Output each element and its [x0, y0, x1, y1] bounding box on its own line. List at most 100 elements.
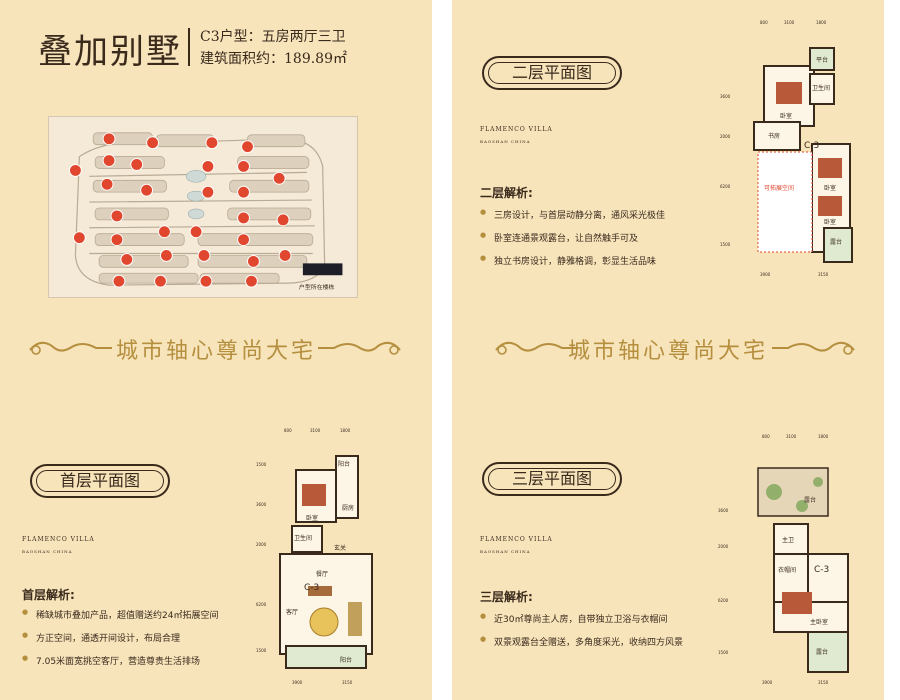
floor2-points: 三房设计，与首层动静分离，通风采光极佳 卧室连通景观露台，让自然触手可及 独立书… [480, 208, 665, 277]
dim-side: 6200 [256, 602, 267, 607]
dim-bottom: 3900 [292, 680, 303, 685]
left-panel: 叠加别墅 C3户型：五房两厅三卫 建筑面积约：189.89㎡ [0, 0, 432, 700]
floor1-points: 稀缺城市叠加产品，超值赠送约24㎡拓展空间 方正空间，通透开间设计，布局合理 7… [22, 608, 218, 677]
room-label: 露台 [816, 648, 828, 656]
floor2-point: 卧室连通景观露台，让自然触手可及 [480, 231, 665, 244]
dim-top: 1800 [816, 20, 827, 25]
unit-label: C-3 [304, 583, 319, 593]
dim-top: 800 [762, 434, 770, 439]
floor1-plan-drawing: 800 3100 1800 3900 3150 1500 3600 2000 6… [256, 428, 373, 685]
unit-label: C-3 [804, 141, 819, 151]
dim-side: 3600 [718, 508, 729, 513]
room-label: 卧室 [824, 184, 836, 192]
brand-name: FLAMENCO VILLA [480, 126, 553, 133]
dim-side: 3600 [720, 94, 731, 99]
flourish-left [495, 341, 578, 355]
floor-area: 建筑面积约：189.89㎡ [200, 51, 347, 67]
floor1-point: 稀缺城市叠加产品，超值赠送约24㎡拓展空间 [22, 608, 218, 621]
dim-top: 3100 [784, 20, 795, 25]
floor1-point: 7.05米面宽挑空客厅，营造尊贵生活排场 [22, 654, 218, 667]
site-plan: 户型所在楼栋 [48, 116, 358, 298]
brand-name: FLAMENCO VILLA [480, 536, 553, 543]
room-label: 主卧室 [810, 618, 828, 626]
dim-top: 3100 [786, 434, 797, 439]
flourish-right [772, 341, 855, 355]
floor3-heading: 三层平面图 [482, 462, 622, 496]
slogan: 城市轴心尊尚大宅 [567, 339, 768, 364]
room-label: 平台 [816, 56, 828, 64]
dim-side: 6200 [718, 598, 729, 603]
brand-floor2: FLAMENCO VILLA BAOSHAN CHINA [480, 126, 553, 144]
brand-sub: BAOSHAN CHINA [480, 549, 531, 554]
floor1-analysis-title: 首层解析: [22, 588, 75, 602]
floor2-point: 独立书房设计，静雅格调，彰显生活品味 [480, 254, 665, 267]
floor2-point: 三房设计，与首层动静分离，通风采光极佳 [480, 208, 665, 221]
dim-side: 1500 [718, 650, 729, 655]
page-gutter [432, 0, 452, 700]
brand-floor1: FLAMENCO VILLA BAOSHAN CHINA [22, 536, 95, 554]
unit-label: C-3 [814, 565, 829, 575]
dim-bottom: 3150 [818, 272, 829, 277]
room-label: 阳台 [340, 656, 352, 664]
room-label: 卧室 [780, 112, 792, 120]
room-label: 主卫 [782, 536, 794, 544]
room-label: 衣帽间 [778, 566, 796, 574]
site-plan-map: 户型所在楼栋 [49, 117, 357, 297]
page-title: 叠加别墅 [38, 32, 182, 72]
floor3-plan-drawing: 800 3100 1800 3900 3150 3600 2000 6200 1… [718, 434, 849, 685]
floor1-heading: 首层平面图 [30, 464, 170, 498]
dim-bottom: 3150 [818, 680, 829, 685]
dim-top: 800 [284, 428, 292, 433]
dim-bottom: 3900 [762, 680, 773, 685]
room-label: 可拓展空间 [764, 184, 794, 192]
brand-floor3: FLAMENCO VILLA BAOSHAN CHINA [480, 536, 553, 554]
floor2-heading: 二层平面图 [482, 56, 622, 90]
room-label: 卧室 [306, 514, 318, 522]
dim-side: 1500 [720, 242, 731, 247]
floor3-plan: 800 3100 1800 3900 3150 3600 2000 6200 1… [718, 432, 858, 688]
dim-bottom: 3150 [342, 680, 353, 685]
floor2-plan-drawing: 800 3100 1800 3900 3150 3600 2000 6200 1… [720, 20, 853, 277]
unit-type: C3户型：五房两厅三卫 [200, 29, 346, 45]
room-label: 客厅 [286, 608, 298, 616]
floor3-points: 近30㎡尊尚主人房，自带独立卫浴与衣帽间 双景观露台全赠送，多角度采光，收纳四方… [480, 612, 683, 658]
brand-sub: BAOSHAN CHINA [22, 549, 73, 554]
site-plan-legend: 户型所在楼栋 [299, 283, 335, 291]
dim-top: 800 [760, 20, 768, 25]
dim-bottom: 3900 [760, 272, 771, 277]
floor3-point: 近30㎡尊尚主人房，自带独立卫浴与衣帽间 [480, 612, 683, 625]
room-label: 玄关 [334, 544, 346, 552]
flourish-left [29, 341, 112, 355]
title-subtitle: C3户型：五房两厅三卫 建筑面积约：189.89㎡ [200, 26, 347, 70]
room-label: 书房 [768, 132, 780, 140]
room-label: 卫生间 [294, 534, 312, 542]
dim-side: 6200 [720, 184, 731, 189]
dim-side: 2000 [718, 544, 729, 549]
floor3-analysis-title: 三层解析: [480, 590, 533, 604]
room-label: 餐厅 [316, 570, 328, 578]
dim-side: 1500 [256, 462, 267, 467]
dim-side: 1500 [256, 648, 267, 653]
dim-side: 2000 [720, 134, 731, 139]
room-label: 厨房 [342, 504, 354, 512]
floor3-point: 双景观露台全赠送，多角度采光，收纳四方风景 [480, 635, 683, 648]
floor2-plan: 800 3100 1800 3900 3150 3600 2000 6200 1… [720, 18, 858, 280]
dim-top: 1800 [340, 428, 351, 433]
dim-side: 3600 [256, 502, 267, 507]
room-label: 阳台 [338, 460, 350, 468]
room-label: 卧室 [824, 218, 836, 226]
slogan: 城市轴心尊尚大宅 [115, 339, 316, 364]
right-panel: 二层平面图 FLAMENCO VILLA BAOSHAN CHINA 二层解析:… [452, 0, 884, 700]
title-divider [188, 28, 190, 66]
flourish-right [318, 341, 401, 355]
room-label: 露台 [804, 496, 816, 504]
room-label: 卫生间 [812, 84, 830, 92]
floor1-point: 方正空间，通透开间设计，布局合理 [22, 631, 218, 644]
dim-side: 2000 [256, 542, 267, 547]
brand-name: FLAMENCO VILLA [22, 536, 95, 543]
floor2-analysis-title: 二层解析: [480, 186, 533, 200]
dim-top: 1800 [818, 434, 829, 439]
brand-sub: BAOSHAN CHINA [480, 139, 531, 144]
dim-top: 3100 [310, 428, 321, 433]
floor1-plan: 800 3100 1800 3900 3150 1500 3600 2000 6… [256, 426, 376, 688]
